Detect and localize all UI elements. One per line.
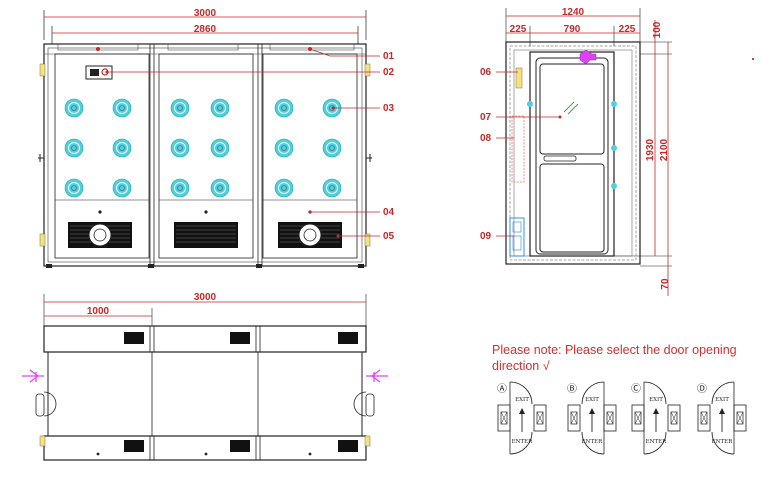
- door-opening-options: Ⓐ EXIT ENTER Ⓑ EXIT ENTER Ⓒ EXIT ENTER Ⓓ EXIT ENTER: [497, 381, 747, 455]
- top-view: 3000 1000: [22, 292, 388, 461]
- return-air-grilles: [68, 222, 342, 248]
- front-inner-dimension: 2860: [51, 24, 359, 44]
- door-window: [539, 63, 605, 155]
- air-nozzle: [210, 138, 230, 158]
- callout-07: 07: [480, 112, 492, 123]
- air-nozzle: [112, 178, 132, 198]
- door-enter-label: ENTER: [582, 439, 604, 445]
- air-nozzle: [210, 178, 230, 198]
- side-segment-right-label: 225: [619, 24, 636, 35]
- side-overall-width-label: 1240: [562, 7, 585, 18]
- callout-06: 06: [480, 67, 492, 78]
- callout-02: 02: [383, 67, 395, 78]
- side-top-offset-label: 100: [652, 21, 663, 38]
- door-option[interactable]: Ⓒ EXIT ENTER: [631, 381, 681, 455]
- side-segment-left-label: 225: [510, 24, 527, 35]
- door-option-letter: Ⓒ: [631, 383, 641, 395]
- side-segment-center-label: 790: [564, 24, 581, 35]
- callout-08: 08: [480, 133, 492, 144]
- door-option-letter: Ⓑ: [567, 383, 577, 395]
- grille-center: [174, 222, 238, 248]
- air-nozzle: [64, 98, 84, 118]
- air-nozzle: [210, 98, 230, 118]
- door-option-letter: Ⓐ: [497, 383, 507, 395]
- front-overall-dimension: 3000: [43, 8, 367, 40]
- top-main-body: [47, 351, 363, 437]
- front-module-right: [262, 53, 358, 259]
- door-enter-label: ENTER: [512, 439, 534, 445]
- door-exit-label: EXIT: [649, 397, 663, 403]
- air-nozzle: [170, 178, 190, 198]
- callout-09: 09: [480, 231, 492, 242]
- callout-03: 03: [383, 103, 395, 114]
- top-upper-strip: [43, 325, 367, 353]
- interlock-right: [366, 369, 388, 383]
- door-frame: [529, 51, 615, 257]
- side-total-height-label: 2100: [659, 138, 670, 161]
- callout-05: 05: [383, 231, 395, 242]
- air-nozzle-grid: [64, 98, 342, 198]
- top-overall-width-label: 3000: [194, 292, 217, 303]
- air-nozzle: [170, 138, 190, 158]
- door-handle: [543, 155, 577, 162]
- door-option[interactable]: Ⓓ EXIT ENTER: [697, 381, 747, 455]
- callout-04: 04: [383, 207, 395, 218]
- door-exit-label: EXIT: [715, 397, 729, 403]
- top-module-width-label: 1000: [87, 306, 110, 317]
- door-enter-label: ENTER: [646, 439, 668, 445]
- door-direction-note: Please note: Please select the door open…: [492, 343, 737, 373]
- air-nozzle: [112, 98, 132, 118]
- air-nozzle: [322, 138, 342, 158]
- door-option[interactable]: Ⓑ EXIT ENTER: [567, 381, 617, 455]
- air-nozzle: [64, 178, 84, 198]
- door-option-letter: Ⓓ: [697, 383, 707, 395]
- door-exit-label: EXIT: [585, 397, 599, 403]
- front-overall-width-label: 3000: [194, 8, 217, 19]
- door-enter-label: ENTER: [712, 439, 734, 445]
- air-nozzle: [112, 138, 132, 158]
- side-door-height-label: 1930: [645, 138, 656, 161]
- front-module-center: [158, 53, 254, 259]
- front-callouts: [107, 48, 380, 237]
- air-nozzle: [322, 178, 342, 198]
- air-nozzle: [274, 98, 294, 118]
- door-option[interactable]: Ⓐ EXIT ENTER: [497, 381, 547, 455]
- air-nozzle: [64, 138, 84, 158]
- air-nozzle: [274, 178, 294, 198]
- side-base-height-label: 70: [660, 278, 671, 290]
- top-lower-strip: [43, 435, 367, 461]
- side-view: 1240 225 790 225 100 1930 2100 70: [480, 7, 672, 296]
- door-exit-label: EXIT: [515, 397, 529, 403]
- air-nozzle: [170, 98, 190, 118]
- callout-01: 01: [383, 51, 395, 62]
- front-module-left: [54, 53, 150, 259]
- air-nozzle: [274, 138, 294, 158]
- front-view: 3000 2860: [38, 8, 395, 268]
- interlock-left: [22, 369, 44, 383]
- front-inner-width-label: 2860: [194, 24, 217, 35]
- side-cabinet-outline: [505, 41, 641, 265]
